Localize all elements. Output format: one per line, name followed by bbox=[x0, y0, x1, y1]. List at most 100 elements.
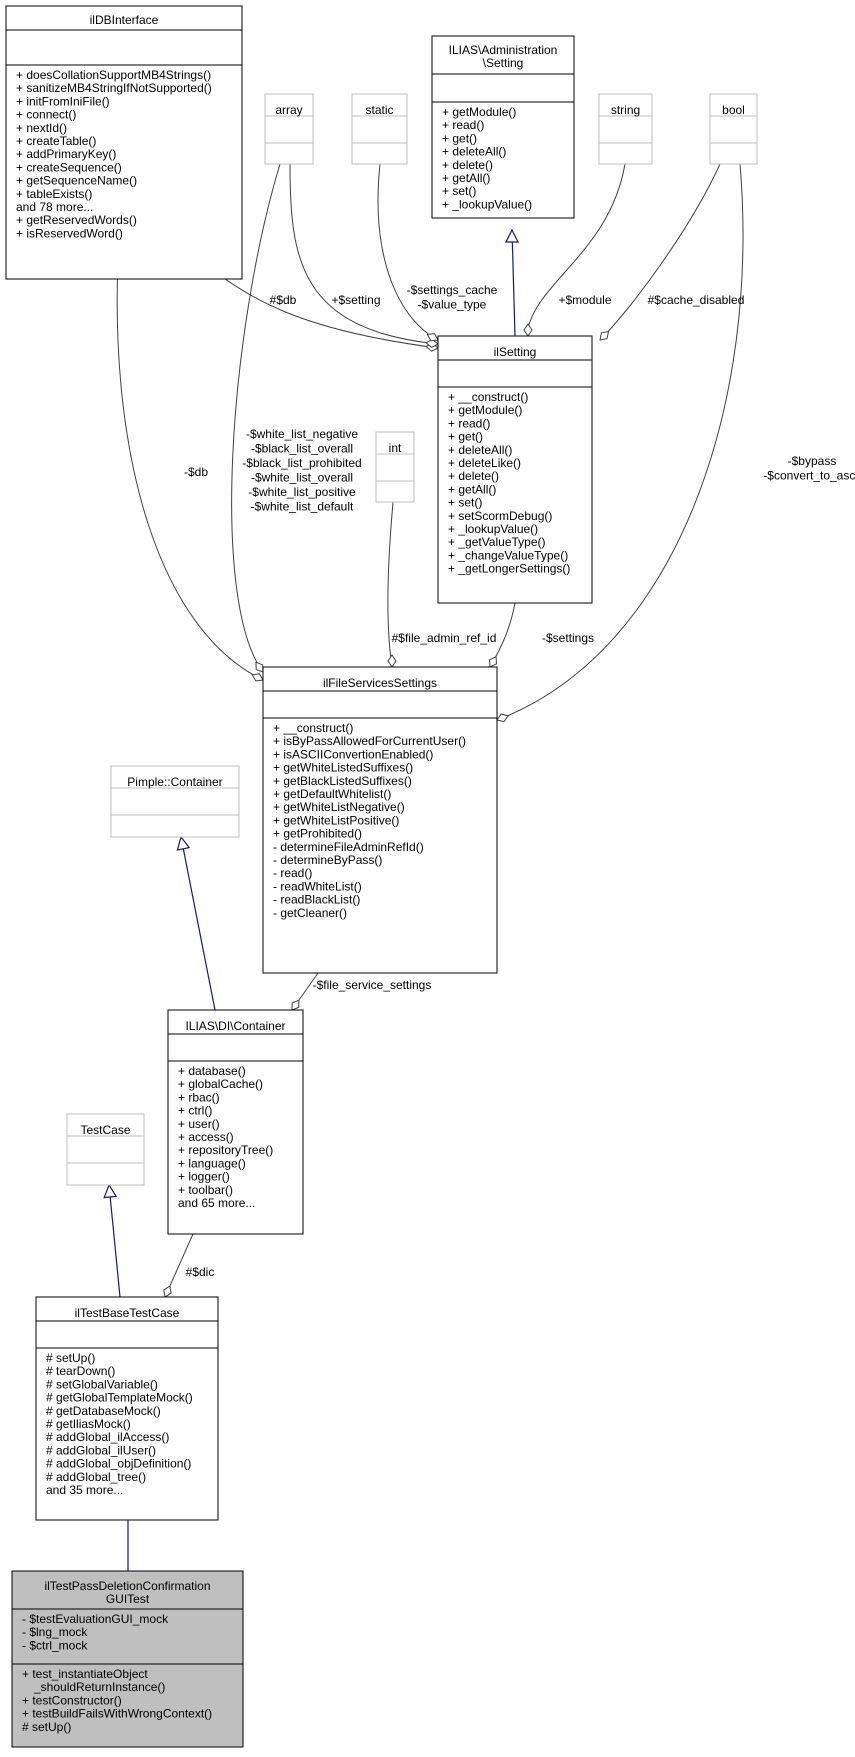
class-operation: # addGlobal_tree() bbox=[46, 1470, 146, 1484]
class-operation: + delete() bbox=[448, 469, 499, 483]
class-operation: + getSequenceName() bbox=[16, 174, 137, 188]
class-operation: _shouldReturnInstance() bbox=[33, 1680, 165, 1694]
class-operation: + testBuildFailsWithWrongContext() bbox=[22, 1707, 212, 1721]
class-operation: + getBlackListedSuffixes() bbox=[273, 774, 412, 788]
class-array[interactable]: array bbox=[264, 93, 314, 165]
edge-label-text: +$module bbox=[558, 293, 611, 307]
class-operation: + delete() bbox=[442, 158, 493, 172]
class-operation: + read() bbox=[442, 118, 484, 132]
class-operation: - readBlackList() bbox=[273, 893, 360, 907]
class-pimple-container[interactable]: Pimple::Container bbox=[110, 765, 240, 838]
class-operation: + toolbar() bbox=[178, 1183, 233, 1197]
class-operation: + doesCollationSupportMB4Strings() bbox=[16, 68, 211, 82]
class-operation: + getWhiteListedSuffixes() bbox=[273, 761, 413, 775]
class-title: ilDBInterface bbox=[90, 13, 159, 27]
class-box bbox=[375, 431, 415, 503]
class-ilsetting[interactable]: ilSetting+ __construct()+ getModule()+ r… bbox=[437, 335, 593, 604]
edge-label-text: -$black_list_prohibited bbox=[242, 456, 361, 470]
class-operation: + _changeValueType() bbox=[448, 548, 568, 562]
class-title: string bbox=[611, 103, 640, 117]
class-operation: + nextId() bbox=[16, 121, 67, 135]
edge-label-text: -$convert_to_ascii bbox=[763, 469, 855, 483]
class-attribute: - $lng_mock bbox=[22, 1625, 88, 1639]
class-operation: # getIliasMock() bbox=[46, 1417, 131, 1431]
association-line bbox=[527, 163, 626, 329]
class-int[interactable]: int bbox=[375, 431, 415, 503]
class-box bbox=[35, 1296, 219, 1521]
class-testcase[interactable]: TestCase bbox=[66, 1113, 145, 1186]
inheritance-line bbox=[108, 1184, 121, 1298]
class-ilfileservicessettings[interactable]: ilFileServicesSettings+ __construct()+ i… bbox=[262, 666, 498, 974]
class-operation: + isByPassAllowedForCurrentUser() bbox=[273, 734, 466, 748]
class-box bbox=[110, 765, 240, 838]
class-operation: + globalCache() bbox=[178, 1077, 263, 1091]
edge-label-text: #$cache_disabled bbox=[648, 293, 745, 307]
class-operation: + isReservedWord() bbox=[16, 226, 123, 240]
edge-label-text: -$white_list_negative bbox=[246, 427, 358, 441]
inheritance-arrow-icon bbox=[505, 228, 519, 243]
aggregation-diamond-icon bbox=[163, 1285, 172, 1298]
class-bool[interactable]: bool bbox=[709, 93, 758, 165]
class-admin-setting[interactable]: ILIAS\Administration\Setting+ getModule(… bbox=[431, 35, 575, 219]
edge-dicontainer-to-testbase bbox=[163, 1233, 194, 1298]
class-attribute: - $testEvaluationGUI_mock bbox=[22, 1612, 169, 1626]
class-operation: + get() bbox=[442, 131, 477, 145]
class-operation: + isASCIIConvertionEnabled() bbox=[273, 747, 433, 761]
edge-label-text: #$file_admin_ref_id bbox=[392, 631, 497, 645]
class-ilias-di-container[interactable]: ILIAS\DI\Container+ database()+ globalCa… bbox=[167, 1009, 304, 1235]
edge-label-dic: #$dic bbox=[186, 1265, 215, 1279]
class-operation: + getReservedWords() bbox=[16, 213, 137, 227]
class-operation: + getWhiteListNegative() bbox=[273, 800, 405, 814]
association-line bbox=[377, 163, 439, 341]
association-line bbox=[289, 163, 439, 345]
class-box bbox=[598, 93, 653, 165]
class-operation: # addGlobal_ilUser() bbox=[46, 1443, 156, 1457]
edge-ilsetting-to-filesettings bbox=[489, 602, 516, 668]
edge-label-module: +$module bbox=[558, 293, 611, 307]
edge-ilsetting-to-admin-setting bbox=[505, 228, 519, 337]
class-operation: + _lookupValue() bbox=[442, 197, 532, 211]
class-operation: + testConstructor() bbox=[22, 1693, 122, 1707]
class-operation: + getDefaultWhitelist() bbox=[273, 787, 391, 801]
class-operation: + createTable() bbox=[16, 134, 96, 148]
class-ildbinterface[interactable]: ilDBInterface + doesCollationSupportMB4St… bbox=[5, 5, 243, 280]
class-title: array bbox=[275, 103, 302, 117]
inheritance-arrow-icon bbox=[103, 1183, 118, 1199]
class-operation: + ctrl() bbox=[178, 1104, 212, 1118]
class-title: static bbox=[365, 103, 393, 117]
edge-testbase-to-testcase bbox=[103, 1183, 121, 1298]
aggregation-diamond-icon bbox=[425, 338, 439, 348]
edge-label-text: #$db bbox=[270, 293, 297, 307]
class-nodes: ilDBInterface + doesCollationSupportMB4St… bbox=[5, 5, 758, 1748]
edge-label-text: -$file_service_settings bbox=[313, 978, 432, 992]
class-operation: # setGlobalVariable() bbox=[46, 1377, 158, 1391]
edge-label-text: +$setting bbox=[331, 293, 380, 307]
class-title: Pimple::Container bbox=[127, 775, 222, 789]
edge-label-settings-cache: -$settings_cache-$value_type bbox=[407, 283, 498, 312]
aggregation-diamond-icon bbox=[426, 333, 439, 342]
class-operation: and 65 more... bbox=[178, 1196, 255, 1210]
class-operation: - read() bbox=[273, 866, 312, 880]
class-box bbox=[66, 1113, 145, 1186]
class-box bbox=[351, 93, 408, 165]
inheritance-line bbox=[511, 229, 516, 337]
class-operation: - getCleaner() bbox=[273, 906, 347, 920]
class-static[interactable]: static bbox=[351, 93, 408, 165]
class-operation: + deleteLike() bbox=[448, 456, 521, 470]
edge-label-text: #$dic bbox=[186, 1265, 215, 1279]
inheritance-line bbox=[180, 836, 216, 1011]
class-title: ilSetting bbox=[494, 345, 537, 359]
class-operation: # setUp() bbox=[22, 1720, 71, 1734]
class-box bbox=[709, 93, 758, 165]
edge-label-lists: -$white_list_negative-$black_list_overal… bbox=[242, 427, 361, 514]
edge-string-to-ilsetting bbox=[523, 163, 626, 337]
class-operation: + sanitizeMB4StringIfNotSupported() bbox=[16, 81, 212, 95]
class-title: ilTestBaseTestCase bbox=[75, 1306, 180, 1320]
class-string[interactable]: string bbox=[598, 93, 653, 165]
class-title: GUITest bbox=[106, 1592, 150, 1606]
edge-label-setting-array: +$setting bbox=[331, 293, 380, 307]
edge-label-settings: -$settings bbox=[542, 631, 594, 645]
class-iltestbasetestcase[interactable]: ilTestBaseTestCase# setUp()# tearDown()#… bbox=[35, 1296, 219, 1521]
